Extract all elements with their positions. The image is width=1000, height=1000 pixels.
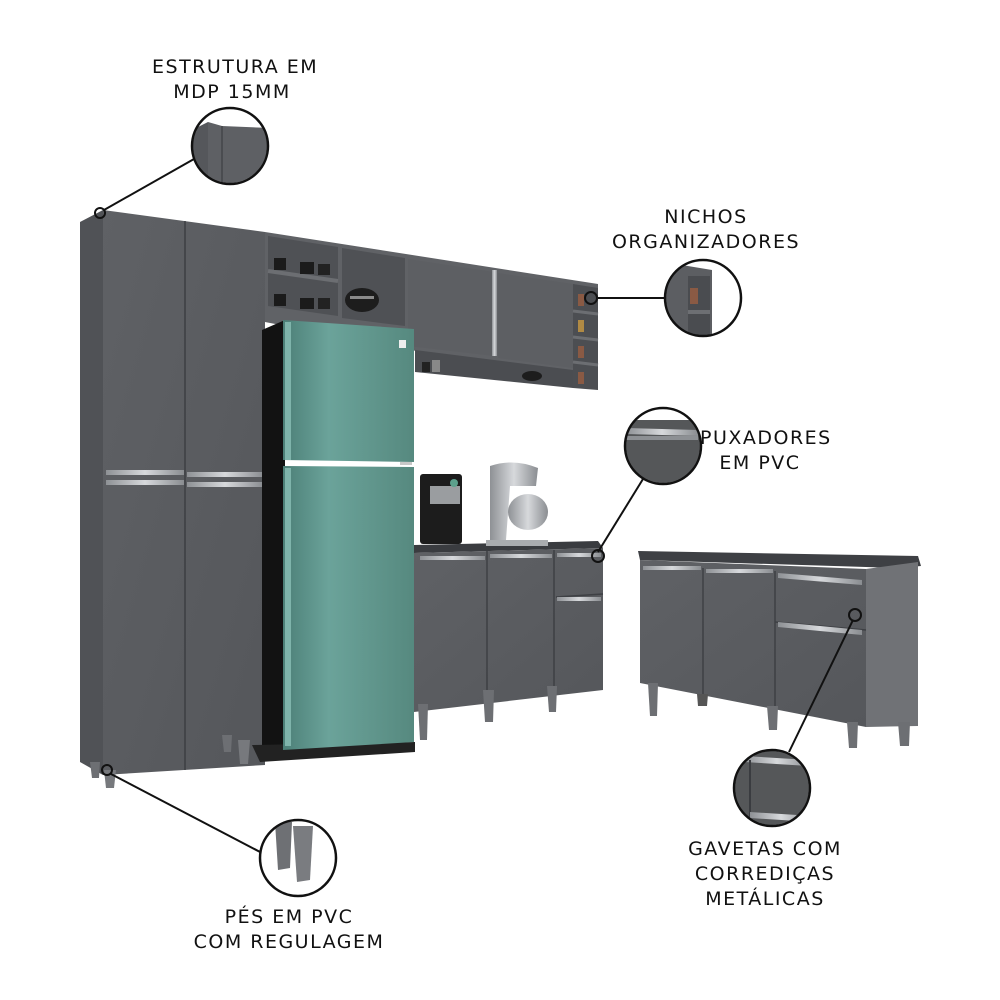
middle-base-cabinet: [414, 462, 604, 740]
label-line: ESTRUTURA EM: [152, 56, 319, 78]
label-estrutura: ESTRUTURA EM MDP 15MM: [152, 55, 319, 105]
label-pes: PÉS EM PVC COM REGULAGEM: [184, 905, 394, 955]
label-line: MDP 15MM: [173, 81, 291, 103]
detail-circle-pes: [258, 818, 338, 898]
label-line: METÁLICAS: [705, 888, 825, 910]
label-line: PÉS EM PVC: [224, 906, 354, 928]
label-line: COM REGULAGEM: [193, 931, 385, 953]
label-line: ORGANIZADORES: [611, 231, 801, 253]
detail-circle-estrutura: [190, 106, 270, 186]
label-line: PUXADORES: [700, 427, 832, 449]
detail-circle-gavetas: [732, 748, 812, 828]
label-line: GAVETAS COM: [688, 838, 842, 860]
label-puxadores: PUXADORES EM PVC: [700, 426, 832, 476]
callout-lines: [94, 158, 862, 854]
label-nichos: NICHOS ORGANIZADORES: [606, 205, 806, 255]
detail-circle-nichos: [663, 258, 743, 338]
label-line: NICHOS: [664, 206, 748, 228]
label-line: CORREDIÇAS: [694, 863, 836, 885]
label-line: EM PVC: [719, 452, 801, 474]
detail-circle-puxadores: [623, 406, 703, 486]
refrigerator: [252, 320, 415, 762]
label-gavetas: GAVETAS COM CORREDIÇAS METÁLICAS: [675, 837, 855, 912]
tall-cabinet: [80, 210, 265, 788]
upper-cabinet: [265, 232, 599, 390]
right-base-cabinet: [638, 551, 921, 748]
